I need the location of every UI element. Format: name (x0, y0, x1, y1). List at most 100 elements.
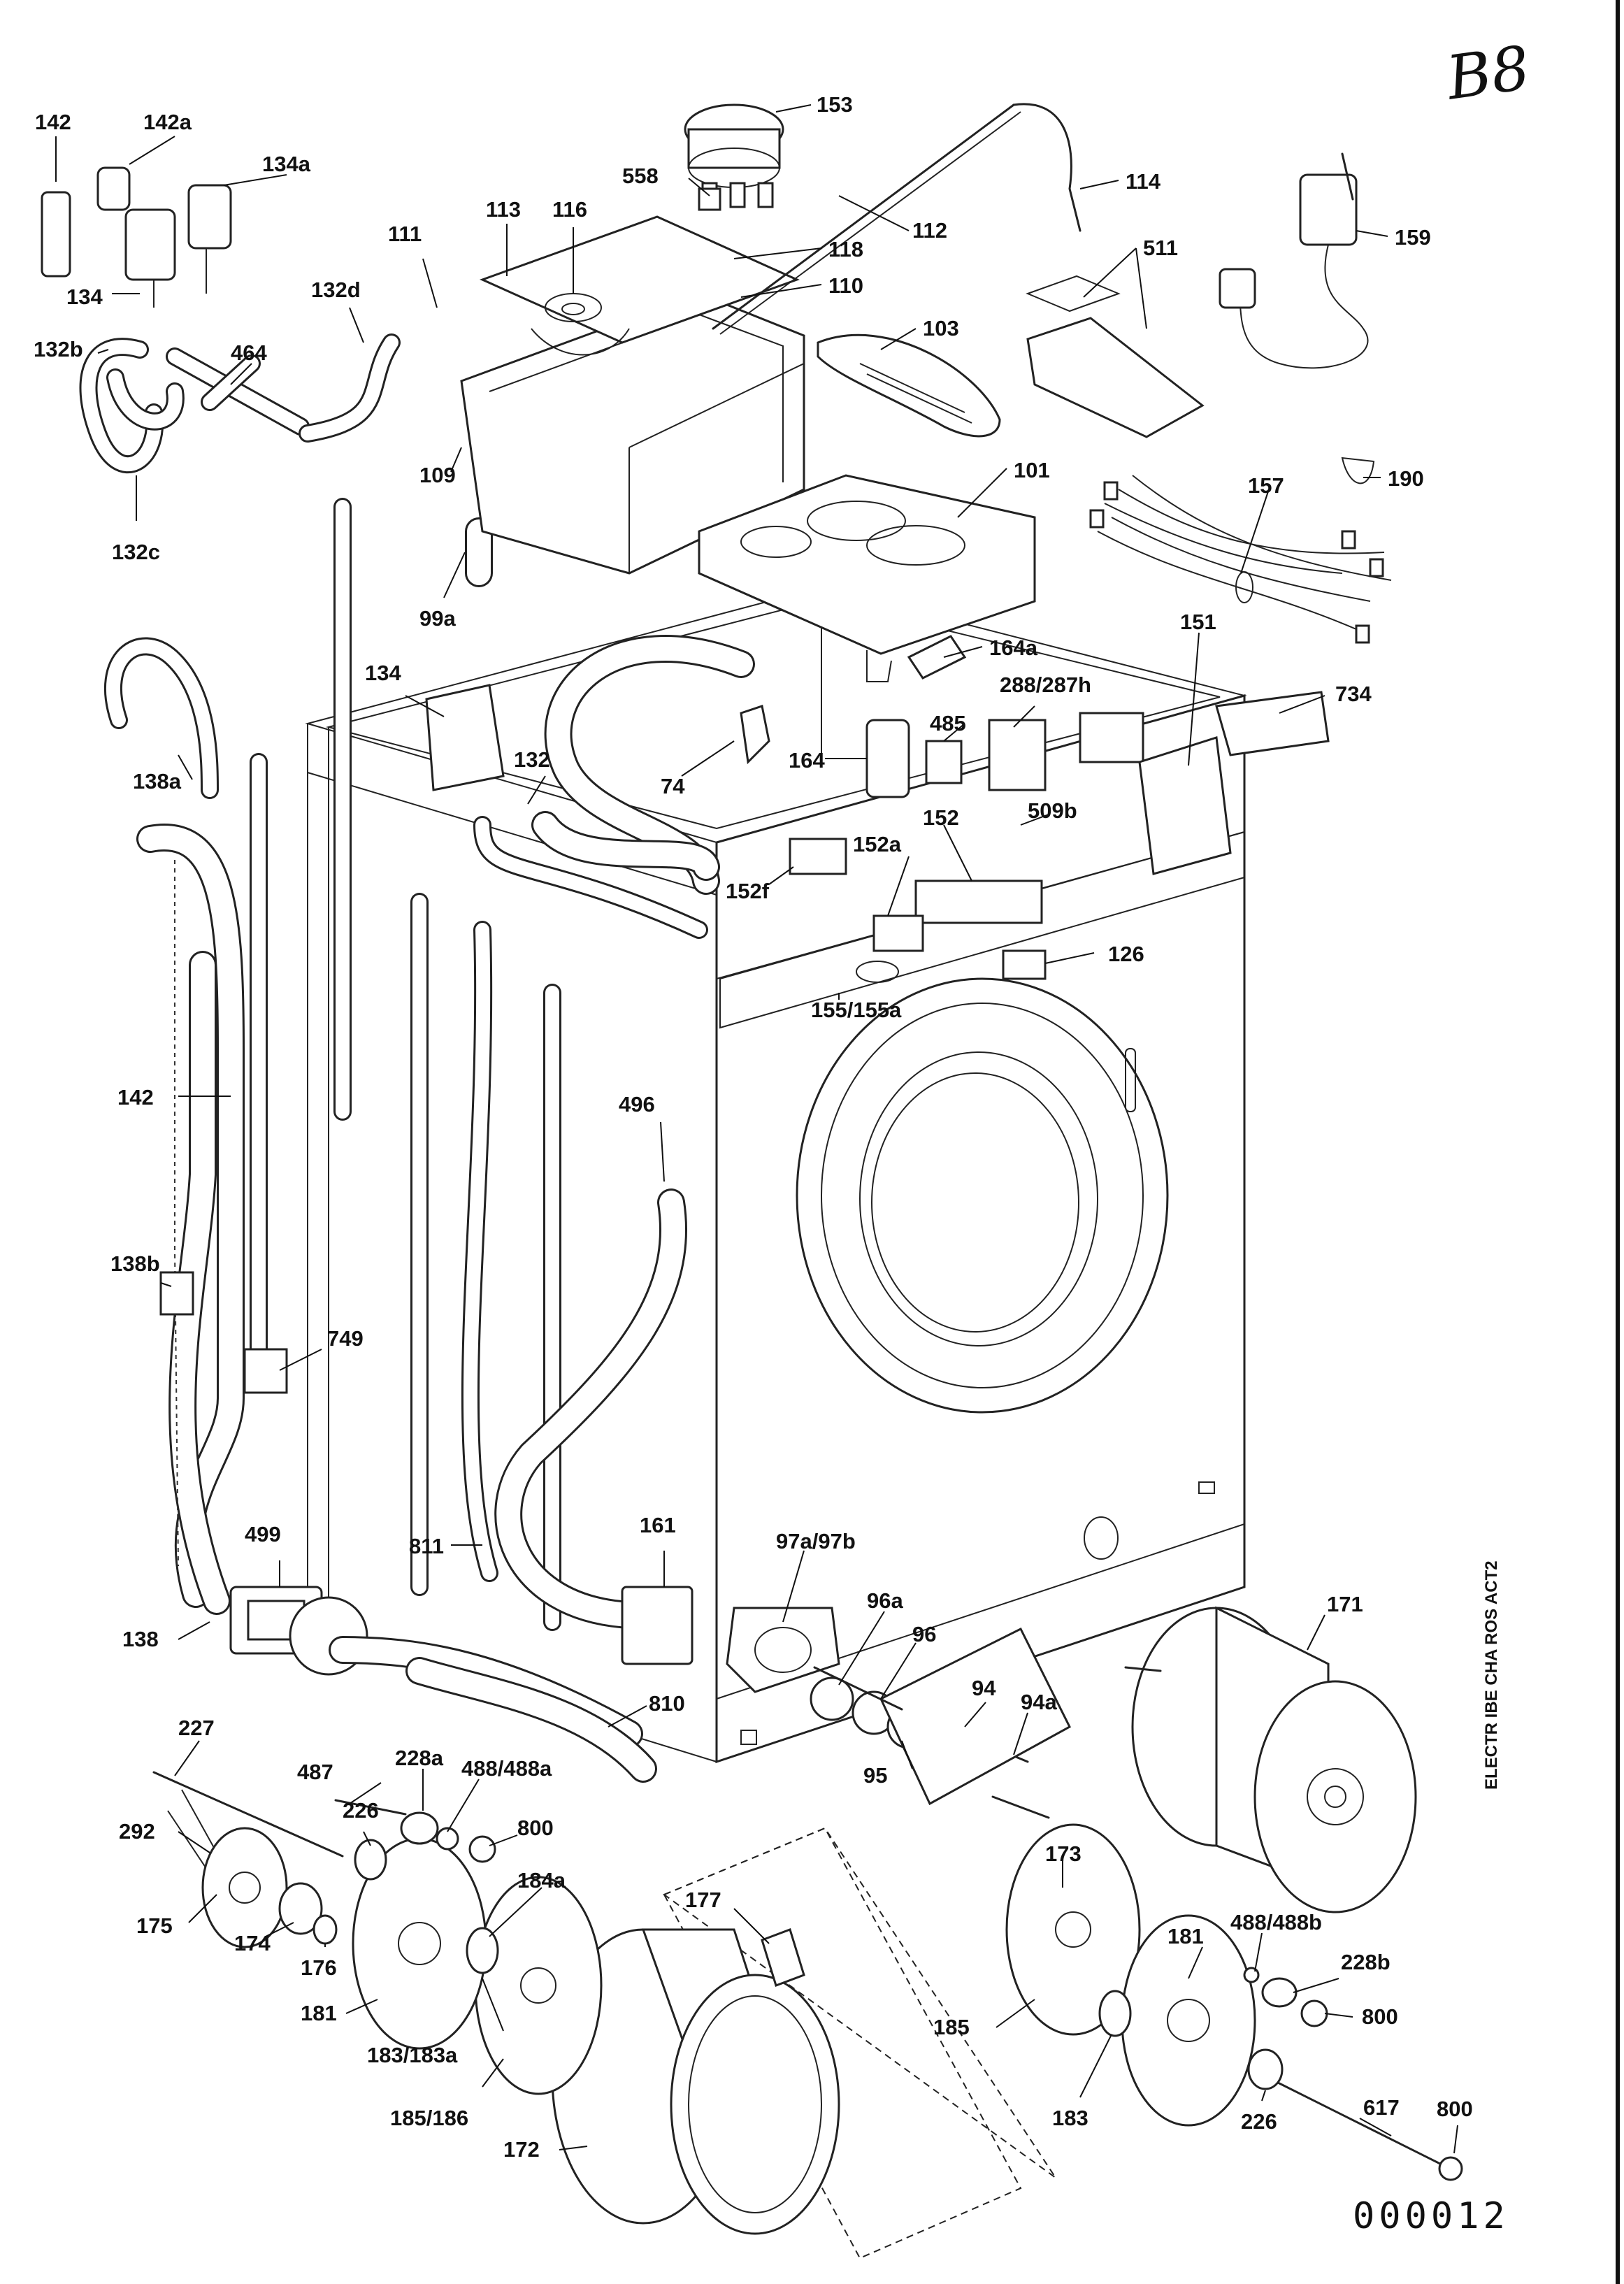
label-134a: 134a (262, 152, 311, 176)
label-155-155a: 155/155a (811, 998, 902, 1022)
label-800-left: 800 (517, 1816, 554, 1840)
label-142a: 142a (143, 110, 192, 134)
label-800-bottom: 800 (1437, 2097, 1473, 2121)
sump-97a (621, 1586, 840, 1693)
component-152f (789, 838, 847, 875)
label-112: 112 (912, 218, 947, 243)
plug-icon (1219, 268, 1256, 309)
label-226-left: 226 (343, 1798, 379, 1823)
label-183: 183 (1052, 2106, 1088, 2130)
nut-176 (312, 1914, 338, 1945)
label-110: 110 (828, 273, 863, 298)
heater-connector-161 (621, 1586, 694, 1665)
label-226-right: 226 (1241, 2109, 1277, 2134)
label-126: 126 (1108, 942, 1144, 966)
label-177: 177 (685, 1888, 721, 1912)
label-132b: 132b (34, 337, 83, 361)
label-558: 558 (622, 164, 659, 188)
label-101: 101 (1014, 458, 1050, 482)
part-labels: 142 142a 134a 134 132b 464 132c 132d 111… (34, 92, 1473, 2162)
module-151 (1138, 736, 1232, 875)
label-116: 116 (552, 197, 587, 222)
label-800-right: 800 (1362, 2004, 1398, 2029)
door-glass (859, 1051, 1098, 1346)
drain-pump-499 (229, 1586, 657, 1783)
label-496: 496 (619, 1092, 655, 1116)
nut-800-left (468, 1835, 496, 1863)
label-152: 152 (923, 805, 959, 830)
door-handle (1125, 1048, 1136, 1112)
label-292: 292 (119, 1819, 155, 1844)
label-164a: 164a (989, 635, 1038, 660)
label-464: 464 (231, 340, 267, 365)
label-228b: 228b (1341, 1950, 1391, 1974)
wiring-harness-157 (1089, 475, 1392, 644)
label-152f: 152f (726, 879, 770, 903)
label-171: 171 (1327, 1592, 1363, 1616)
label-151: 151 (1180, 610, 1216, 634)
label-227: 227 (178, 1716, 215, 1740)
label-134-mid: 134 (365, 661, 401, 685)
mains-plug-159 (1219, 152, 1375, 484)
label-488-488b: 488/488b (1230, 1910, 1322, 1934)
motor-171 (1124, 1606, 1417, 1913)
label-159: 159 (1395, 225, 1431, 250)
label-99a: 99a (419, 606, 456, 631)
label-183-183a: 183/183a (367, 2043, 458, 2067)
component-152a (872, 914, 924, 952)
label-96a: 96a (867, 1588, 903, 1613)
label-499: 499 (245, 1522, 281, 1546)
internal-hoses (333, 498, 755, 1631)
label-138: 138 (122, 1627, 159, 1651)
label-511: 511 (1143, 236, 1178, 260)
label-485: 485 (930, 711, 966, 735)
label-185-186: 185/186 (390, 2106, 468, 2130)
label-118: 118 (828, 237, 863, 261)
bracket-164a (907, 635, 967, 680)
label-176: 176 (301, 1955, 337, 1980)
selector-288 (988, 719, 1047, 791)
page-right-border (1616, 0, 1620, 2284)
door-outer-ring (796, 977, 1169, 1414)
label-734 (1215, 691, 1330, 756)
label-228a: 228a (395, 1746, 444, 1770)
label-153: 153 (817, 92, 853, 117)
leader-lines (55, 104, 1458, 2154)
cabinet (305, 586, 1247, 1764)
label-172: 172 (503, 2137, 540, 2162)
label-184a: 184a (517, 1868, 566, 1892)
clip-114 (1012, 103, 1082, 232)
bearing-174 (278, 1882, 323, 1935)
label-509b: 509b (1028, 798, 1077, 823)
seal-183 (466, 1927, 499, 1974)
label-114: 114 (1126, 169, 1161, 194)
label-617: 617 (1363, 2095, 1400, 2120)
clip-190 (1341, 457, 1375, 484)
terminal-block-152 (914, 879, 1043, 924)
label-152a: 152a (853, 832, 902, 856)
label-132c: 132c (112, 540, 160, 564)
switch-126 (1002, 949, 1047, 980)
clip-177 (761, 1928, 805, 1987)
inlet-valve-group (41, 166, 401, 474)
label-181-right: 181 (1167, 1924, 1204, 1948)
label-109: 109 (419, 463, 456, 487)
drum-assembly (152, 1627, 1463, 2260)
label-74: 74 (661, 774, 685, 798)
label-96: 96 (912, 1622, 936, 1646)
inlet-valve-134a (187, 184, 232, 250)
valve-134-mid (425, 684, 505, 791)
inlet-valve-142 (41, 191, 71, 278)
label-288-287h: 288/287h (1000, 673, 1091, 697)
label-734: 734 (1335, 682, 1372, 706)
component-509b (1079, 712, 1144, 763)
label-134-top: 134 (66, 285, 103, 309)
capacitor-164 (865, 719, 910, 798)
label-142-top: 142 (35, 110, 71, 134)
spider-185-186 (474, 1876, 603, 2095)
label-132-mid: 132 (514, 747, 550, 772)
external-hoses (103, 637, 288, 1615)
tray-511 (1026, 317, 1205, 438)
fuse-155 (856, 961, 899, 983)
